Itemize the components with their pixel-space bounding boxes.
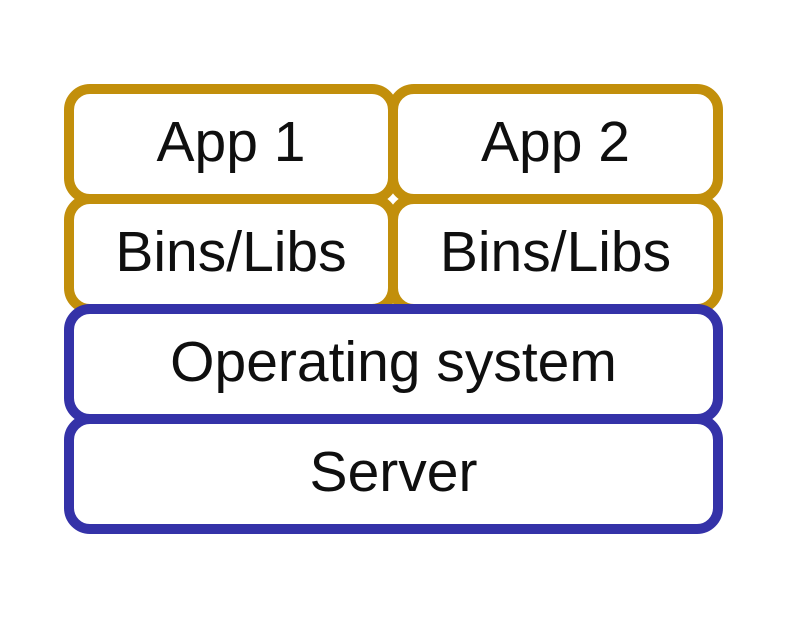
box-label-app-1: App 1 <box>156 109 306 174</box>
box-label-server: Server <box>309 439 478 504</box>
box-bins-libs-1: Bins/Libs <box>64 194 398 314</box>
box-bins-libs-2: Bins/Libs <box>388 194 723 314</box>
box-server: Server <box>64 414 723 534</box>
box-app-2: App 2 <box>388 84 723 204</box>
container-stack-diagram: App 1 App 2 Bins/Libs Bins/Libs Operatin… <box>64 84 723 534</box>
box-label-operating-system: Operating system <box>170 329 617 394</box>
box-operating-system: Operating system <box>64 304 723 424</box>
box-label-app-2: App 2 <box>481 109 630 174</box>
box-label-bins-libs-1: Bins/Libs <box>115 219 347 284</box>
box-label-bins-libs-2: Bins/Libs <box>439 219 672 284</box>
box-app-1: App 1 <box>64 84 398 204</box>
